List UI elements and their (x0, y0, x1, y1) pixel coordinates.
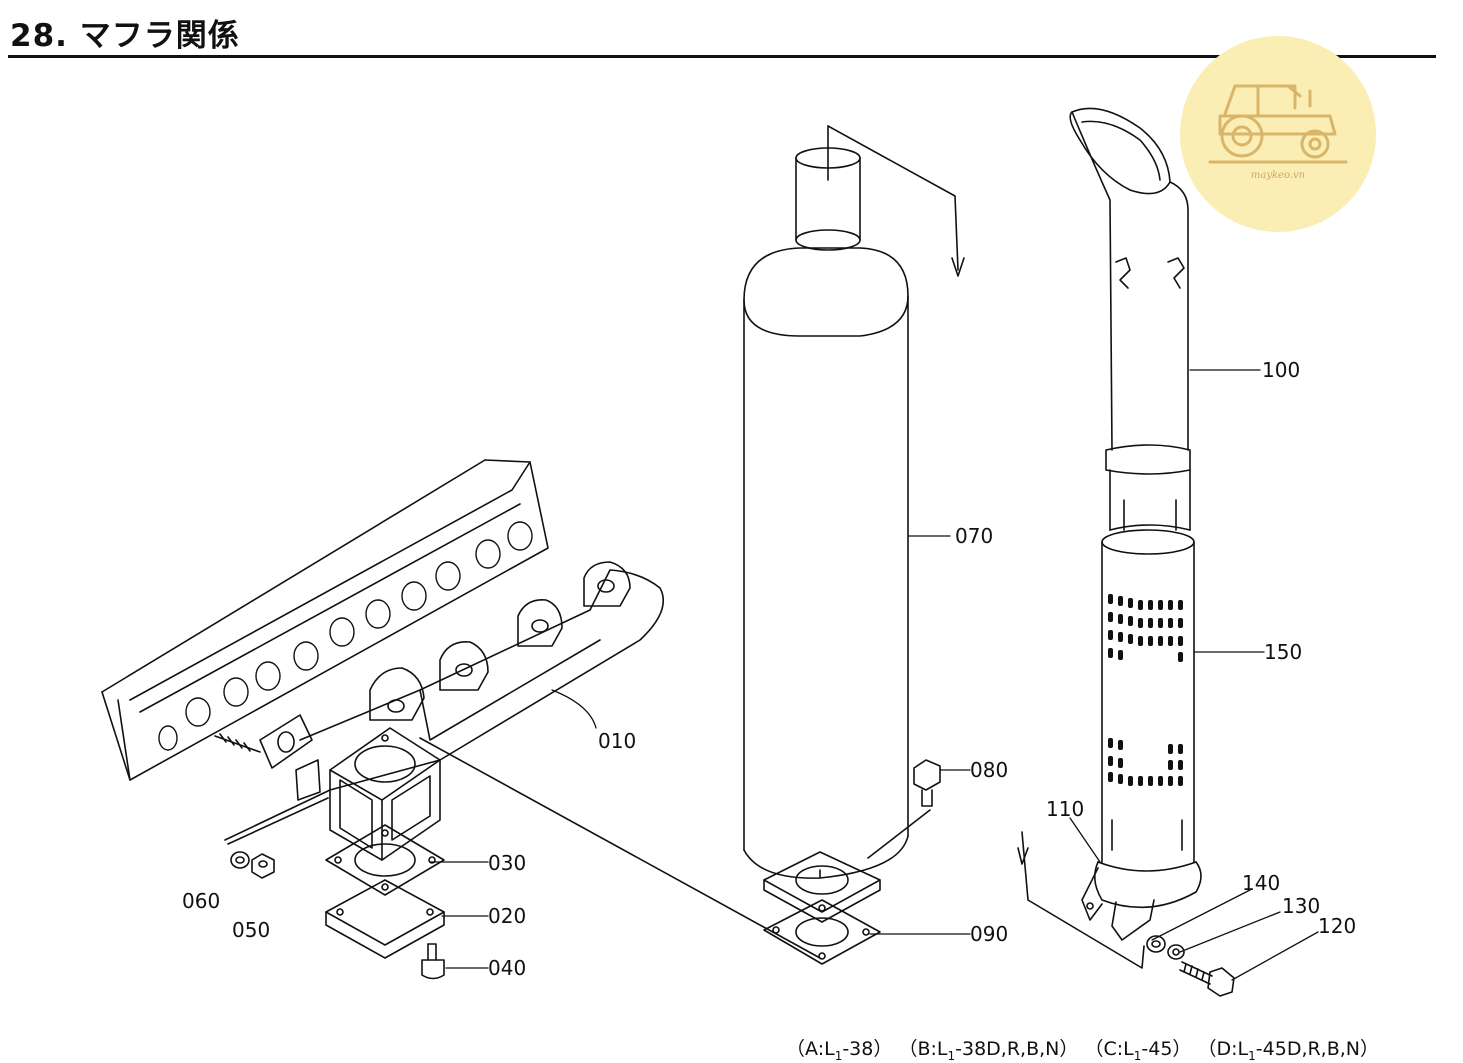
cylinder-head (101, 459, 549, 781)
spacer-140 (1146, 935, 1166, 953)
flange-plate-020 (325, 879, 445, 959)
assembly-line (419, 737, 821, 959)
clamp-110 (1081, 861, 1202, 941)
callout-010: 010 (598, 729, 636, 753)
callout-060: 060 (182, 889, 220, 913)
flow-line-2 (827, 125, 959, 271)
clamp-arrow-icon (1017, 847, 1029, 865)
callout-130: 130 (1282, 894, 1320, 918)
callout-080: 080 (970, 758, 1008, 782)
bolt-040 (421, 943, 445, 980)
page-title: 28. マフラ関係 (10, 18, 240, 54)
variant-a: （A:L1-38） (786, 1038, 893, 1063)
callout-090: 090 (970, 922, 1008, 946)
clamp-reference-line (1021, 831, 1145, 969)
leader-nut (227, 797, 329, 845)
variant-b: （B:L1-38D,R,B,N） (898, 1038, 1079, 1063)
leader-plug (867, 809, 931, 859)
bolt-120 (1179, 961, 1235, 997)
plug-080 (913, 759, 941, 807)
flow-arrow-icon (951, 257, 965, 277)
leader-lines (429, 369, 1319, 981)
tractor-icon (1208, 84, 1348, 164)
callout-110: 110 (1046, 797, 1084, 821)
tail-pipe-100 (1069, 107, 1191, 531)
callout-020: 020 (488, 904, 526, 928)
washer-060 (230, 851, 250, 869)
watermark-logo: maykeo.vn (1180, 36, 1376, 232)
gasket-030 (325, 824, 445, 896)
title-rule (8, 55, 1436, 58)
nut-050 (251, 853, 275, 879)
exhaust-manifold (214, 561, 664, 801)
callout-030: 030 (488, 851, 526, 875)
callout-070: 070 (955, 524, 993, 548)
outlet-block (329, 727, 441, 861)
watermark-text: maykeo.vn (1250, 170, 1306, 181)
callout-100: 100 (1262, 358, 1300, 382)
callout-150: 150 (1264, 640, 1302, 664)
perforated-pipe-150 (1101, 529, 1195, 863)
gasket-090 (763, 899, 881, 965)
callout-050: 050 (232, 918, 270, 942)
assembly-line-2 (224, 789, 331, 841)
variant-c: （C:L1-45） (1084, 1038, 1192, 1063)
callout-140: 140 (1242, 871, 1280, 895)
muffler-gasket-top (763, 851, 881, 923)
muffler-070 (743, 147, 909, 879)
callout-120: 120 (1318, 914, 1356, 938)
washer-130 (1167, 944, 1185, 960)
callout-040: 040 (488, 956, 526, 980)
variant-d: （D:L1-45D,R,B,N） (1197, 1038, 1380, 1063)
model-variants-legend: （A:L1-38） （B:L1-38D,R,B,N） （C:L1-45） （D:… (786, 1034, 1379, 1063)
